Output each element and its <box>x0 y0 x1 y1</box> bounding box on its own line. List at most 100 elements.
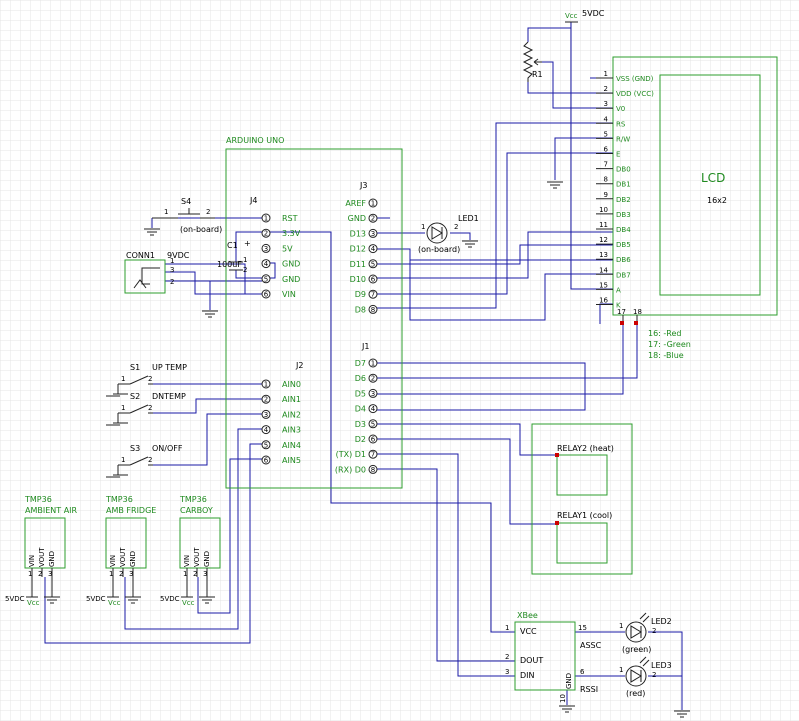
j1-pin-label: D4 <box>355 405 366 414</box>
conn1-pin1: 1 <box>170 257 174 265</box>
header-pin <box>368 274 378 284</box>
header-pin-num: 1 <box>371 360 375 368</box>
switch-pin2: 2 <box>148 375 152 383</box>
pin-18-node <box>634 321 638 325</box>
sensor-pin-label: VIN <box>28 555 36 567</box>
led3-label: LED3 <box>651 661 672 670</box>
header-pin <box>261 213 271 223</box>
header-pin <box>368 304 378 314</box>
led3-note: (red) <box>626 689 645 698</box>
header-pin-num: 2 <box>264 230 268 238</box>
lcd-pin-label: DB5 <box>616 241 631 249</box>
c1-plus: + <box>244 239 251 248</box>
j3-pin-label: D8 <box>355 305 366 314</box>
header-pin <box>368 373 378 383</box>
header-pin <box>261 425 271 435</box>
led2-label: LED2 <box>651 617 672 626</box>
lcd-pin-label: V0 <box>616 105 625 113</box>
led2: LED2 1 2 (green) <box>619 612 672 654</box>
sensor-pin-num: 1 <box>28 570 32 578</box>
sensor-pin-label: VOUT <box>38 547 46 567</box>
j1-pin-label: D5 <box>355 389 366 398</box>
conn1-value: 9VDC <box>167 251 190 260</box>
xbee-pin3: 3 <box>505 668 509 676</box>
sensor-pin-label: VOUT <box>193 547 201 567</box>
j2-pin-label: AIN4 <box>282 441 301 450</box>
j3-label: J3 <box>359 181 367 190</box>
xbee-title: XBee <box>517 611 538 620</box>
capacitor-c1: C1 + 1 2 100uF <box>217 239 251 274</box>
header-pin <box>368 404 378 414</box>
xbee-pin1: 1 <box>505 624 509 632</box>
sensor-pin-label: VOUT <box>119 547 127 567</box>
header-pin-num: 6 <box>371 276 376 284</box>
xbee-rssi: RSSI <box>580 685 598 694</box>
sensor-pin-label: VIN <box>183 555 191 567</box>
sensor-vcc: Vcc <box>27 599 40 607</box>
j1-pin-label: D2 <box>355 435 366 444</box>
lcd-pin-num: 4 <box>604 115 609 123</box>
header-pin-num: 5 <box>264 441 268 449</box>
switch-pin1: 1 <box>121 404 125 412</box>
conn1-jack: CONN1 9VDC 1 3 2 <box>124 251 218 318</box>
arduino-title: ARDUINO UNO <box>226 136 284 145</box>
header-pin <box>261 409 271 419</box>
led2-pin2: 2 <box>652 627 656 635</box>
header-pin-num: 5 <box>371 420 375 428</box>
j2-label: J2 <box>295 361 303 370</box>
lcd-pin-num: 15 <box>599 281 608 289</box>
xbee-pin15: 15 <box>578 624 587 632</box>
switch-name: S3 <box>130 444 140 453</box>
sensor-pin-num: 3 <box>48 570 52 578</box>
lcd-title: LCD <box>701 171 725 185</box>
j2-pin-label: AIN3 <box>282 426 301 435</box>
j3-pin-label: D12 <box>350 245 366 254</box>
lcd-gnd-symbol <box>547 181 563 189</box>
switch-name: S2 <box>130 392 140 401</box>
sensor-pin-num: 3 <box>203 570 207 578</box>
lcd-pin-num: 13 <box>599 251 608 259</box>
wires <box>44 22 683 710</box>
j4-pin-label: VIN <box>282 290 296 299</box>
relay1-label: RELAY1 (cool) <box>557 511 612 520</box>
j2-pin-label: AIN1 <box>282 395 301 404</box>
header-pin-num: 4 <box>371 245 376 253</box>
header-pin <box>368 358 378 368</box>
j3-pin-label: GND <box>348 214 366 223</box>
lcd-pin-label: DB4 <box>616 226 631 234</box>
sensor-pin-label: GND <box>203 551 211 567</box>
header-pin <box>368 259 378 269</box>
header-pin-num: 4 <box>264 426 269 434</box>
header-pin-num: 4 <box>264 260 269 268</box>
switch-s4: S4 1 2 (on-board) <box>144 197 222 236</box>
sensor-pin-num: 3 <box>129 570 133 578</box>
lcd-pin-label: R/W <box>616 135 630 143</box>
relay1-node <box>555 521 559 525</box>
j4-pin-label: 3.3V <box>282 229 301 238</box>
lcd-pin-num: 2 <box>604 85 608 93</box>
lcd-pin-num: 7 <box>604 161 608 169</box>
potentiometer-r1: R1 <box>522 41 543 82</box>
vcc-label: Vcc <box>565 12 578 20</box>
sensor-5vdc: 5VDC <box>86 595 106 603</box>
led3: LED3 1 2 (red) <box>619 656 690 718</box>
sensor-vcc: Vcc <box>108 599 121 607</box>
rgb-note-green: 17: -Green <box>648 340 691 349</box>
header-pin-num: 5 <box>371 260 375 268</box>
header-pin-num: 6 <box>264 457 269 465</box>
header-pin-num: 3 <box>371 390 375 398</box>
r1-label: R1 <box>532 70 543 79</box>
lcd-pin-label: E <box>616 151 620 159</box>
s4-label: S4 <box>181 197 191 206</box>
header-pin <box>368 419 378 429</box>
header-pin <box>261 289 271 299</box>
header-pin-num: 2 <box>264 396 268 404</box>
xbee-dout: DOUT <box>520 656 543 665</box>
relay2-node <box>555 453 559 457</box>
s4-note: (on-board) <box>180 225 222 234</box>
xbee-gnd: GND <box>565 673 573 689</box>
